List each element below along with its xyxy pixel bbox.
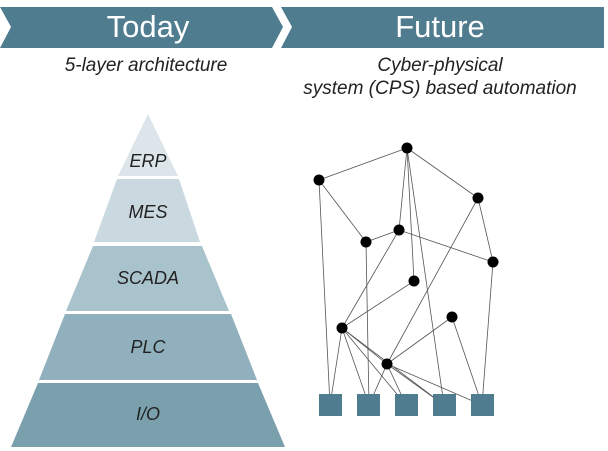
device-box xyxy=(357,394,380,416)
network-node xyxy=(487,256,499,268)
pyramid-layer-scada xyxy=(66,246,229,311)
network-node xyxy=(408,275,420,287)
network-node xyxy=(472,192,484,204)
device-box xyxy=(395,394,418,416)
layer-label-scada: SCADA xyxy=(117,268,179,288)
network-node xyxy=(446,311,458,323)
left-subtitle: 5-layer architecture xyxy=(64,55,228,76)
device-box xyxy=(319,394,342,416)
network-node xyxy=(381,358,393,370)
layer-label-mes: MES xyxy=(128,202,167,222)
pyramid-layer-io xyxy=(11,383,285,447)
device-row xyxy=(319,394,494,416)
network-node xyxy=(393,224,405,236)
network-edges xyxy=(318,147,494,406)
today-title: Today xyxy=(106,9,190,44)
layer-label-erp: ERP xyxy=(129,151,166,171)
pyramid-layer-plc xyxy=(39,314,257,380)
network-node xyxy=(336,322,348,334)
right-subtitle-line1: Cyber-physical xyxy=(377,55,503,76)
future-banner xyxy=(281,7,604,48)
device-box xyxy=(471,394,494,416)
device-box xyxy=(433,394,456,416)
network-node xyxy=(313,174,325,186)
network-nodes xyxy=(313,142,499,370)
right-subtitle-line2: system (CPS) based automation xyxy=(303,78,577,99)
pyramid-layer-mes xyxy=(94,179,200,242)
network-node xyxy=(360,236,372,248)
pyramid-layer-erp xyxy=(118,114,178,176)
future-title: Future xyxy=(395,9,485,44)
network-node xyxy=(401,142,413,154)
header-banner xyxy=(0,7,604,48)
today-banner xyxy=(0,7,283,48)
layer-label-io: I/O xyxy=(136,404,160,424)
layer-label-plc: PLC xyxy=(130,337,166,357)
right-subtitle: Cyber-physical system (CPS) based automa… xyxy=(280,54,600,100)
